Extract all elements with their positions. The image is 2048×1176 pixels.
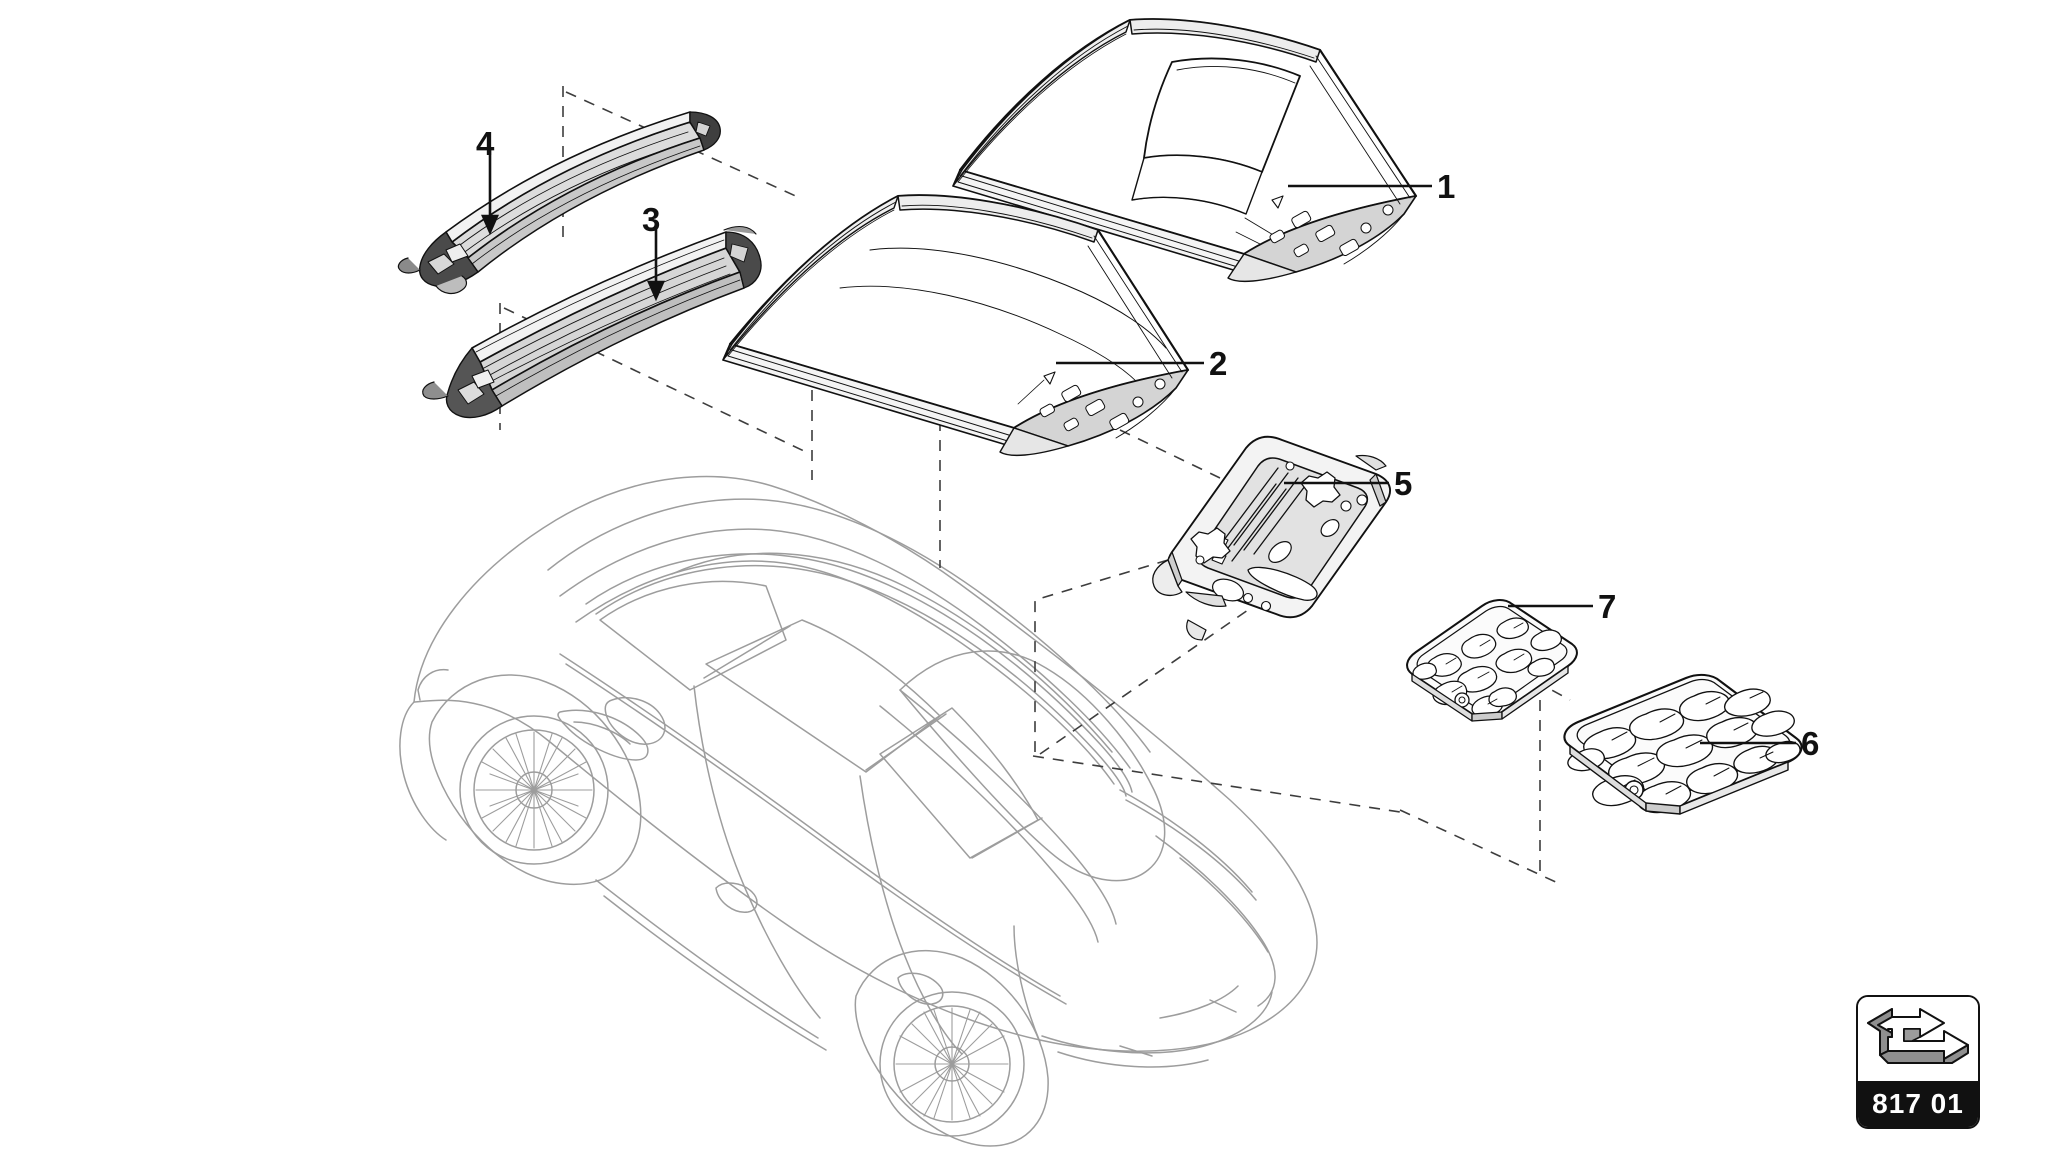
callout-number-1: 1 [1437, 168, 1456, 205]
bent-arrow-3d-icon [1867, 1008, 1969, 1064]
leader-4-arrow [481, 214, 499, 236]
callout-number-6: 6 [1801, 725, 1820, 762]
dash-body-to-pad7 [1039, 609, 1249, 755]
callout-number-7: 7 [1598, 588, 1617, 625]
badge-artwork [1858, 997, 1978, 1085]
dash-bracket-to-body [1034, 559, 1169, 752]
callout-number-5: 5 [1394, 465, 1413, 502]
callout-number-4: 4 [476, 125, 495, 162]
dash-body-to-pad6 [1032, 755, 1401, 813]
callout-number-3: 3 [642, 201, 661, 238]
leader-3-arrow [647, 280, 665, 302]
section-code-badge: 817 01 [1856, 995, 1980, 1129]
dash-pad6-diagonal [1399, 809, 1561, 885]
badge-code-label: 817 01 [1858, 1081, 1978, 1127]
suv-ghost-outline [399, 475, 1318, 1147]
callout-number-2: 2 [1209, 345, 1228, 382]
dash-part3-diagonal [503, 307, 807, 453]
